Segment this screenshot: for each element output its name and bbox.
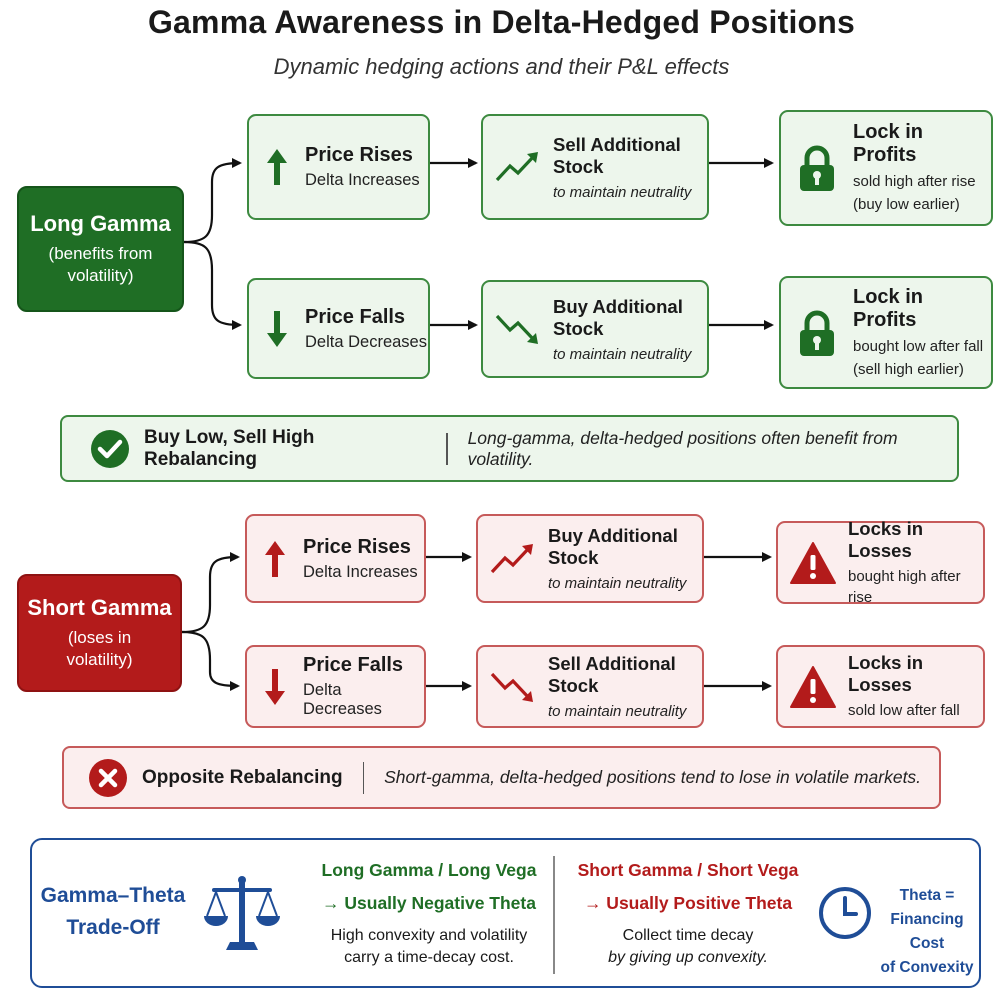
short-up-move-label: Price Rises bbox=[303, 535, 411, 558]
long-lock-profits-box-1: Lock in Profits sold high after rise (bu… bbox=[779, 110, 993, 226]
short-up-result-line1: bought high after rise bbox=[848, 567, 961, 606]
trend-down-icon bbox=[478, 670, 548, 704]
lock-icon bbox=[781, 309, 853, 357]
tradeoff-long-heading: Long Gamma / Long Vega bbox=[321, 860, 537, 880]
long-up-action-note: to maintain neutrality bbox=[553, 183, 692, 201]
short-down-result-label: Locks in Losses bbox=[848, 652, 924, 695]
long-up-result-label: Lock in Profits bbox=[853, 121, 924, 166]
short-up-delta-label: Delta Increases bbox=[303, 562, 418, 581]
short-up-action-label: Buy Additional Stock bbox=[548, 525, 678, 568]
arrow-down-icon bbox=[247, 667, 303, 707]
balance-scale-icon bbox=[204, 874, 280, 959]
tradeoff-short-line2: by giving up convexity. bbox=[608, 949, 768, 966]
short-locks-losses-box-1: Locks in Losses bought high after rise bbox=[776, 517, 985, 606]
tradeoff-title-line1: Gamma–Theta bbox=[40, 884, 186, 907]
long-buy-stock-box: Buy Additional Stock to maintain neutral… bbox=[481, 280, 709, 378]
warning-icon bbox=[778, 665, 848, 709]
short-gamma-subtitle: (loses in volatility) bbox=[66, 628, 133, 669]
short-gamma-title: Short Gamma bbox=[27, 595, 172, 620]
tradeoff-long-theta: → Usually Negative Theta bbox=[322, 893, 536, 913]
summary-divider bbox=[446, 432, 448, 465]
clock-icon bbox=[818, 886, 872, 945]
x-icon bbox=[88, 758, 128, 798]
long-sell-stock-box: Sell Additional Stock to maintain neutra… bbox=[481, 114, 709, 220]
short-gamma-box: Short Gamma (loses in volatility) bbox=[17, 574, 182, 692]
tradeoff-short-line1: Collect time decay bbox=[622, 927, 754, 944]
long-summary-text: Long-gamma, delta-hedged positions often… bbox=[467, 427, 898, 469]
long-gamma-title: Long Gamma bbox=[30, 211, 171, 236]
long-gamma-column: Long Gamma / Long Vega → Usually Negativ… bbox=[294, 860, 564, 967]
long-price-rises-box: Price Rises Delta Increases bbox=[247, 114, 430, 220]
warning-icon bbox=[778, 541, 848, 585]
long-up-delta-label: Delta Increases bbox=[305, 171, 420, 189]
short-summary-bar: Opposite Rebalancing Short-gamma, delta-… bbox=[62, 746, 941, 809]
long-summary-title: Buy Low, Sell High Rebalancing bbox=[144, 426, 315, 470]
long-down-delta-label: Delta Decreases bbox=[305, 332, 427, 351]
short-gamma-column: Short Gamma / Short Vega → Usually Posit… bbox=[572, 860, 804, 967]
trend-up-icon bbox=[478, 542, 548, 576]
long-down-result-label: Lock in Profits bbox=[853, 285, 924, 331]
short-up-result-label: Locks in Losses bbox=[848, 517, 924, 561]
summary-divider bbox=[362, 761, 365, 794]
theta-line3: of Convexity bbox=[880, 959, 974, 976]
short-down-action-note: to maintain neutrality bbox=[548, 703, 687, 720]
long-summary-bar: Buy Low, Sell High Rebalancing Long-gamm… bbox=[60, 415, 959, 482]
long-lock-profits-box-2: Lock in Profits bought low after fall (s… bbox=[779, 276, 993, 389]
short-buy-stock-box: Buy Additional Stock to maintain neutral… bbox=[476, 514, 704, 603]
trend-up-icon bbox=[483, 150, 553, 184]
arrow-down-icon bbox=[249, 309, 305, 349]
short-locks-losses-box-2: Locks in Losses sold low after fall bbox=[776, 645, 985, 728]
trend-down-icon bbox=[483, 312, 553, 346]
arrow-up-icon bbox=[247, 539, 303, 579]
tradeoff-long-line1: High convexity and volatility bbox=[330, 927, 528, 944]
tradeoff-divider bbox=[553, 856, 555, 974]
long-price-falls-box: Price Falls Delta Decreases bbox=[247, 278, 430, 379]
long-down-result-line2: (sell high earlier) bbox=[853, 360, 964, 378]
theta-definition: Theta = Financing Cost of Convexity bbox=[875, 884, 979, 980]
short-price-rises-box: Price Rises Delta Increases bbox=[245, 514, 426, 603]
short-up-action-note: to maintain neutrality bbox=[548, 575, 687, 592]
long-gamma-box: Long Gamma (benefits from volatility) bbox=[17, 186, 184, 312]
long-gamma-subtitle: (benefits from volatility) bbox=[48, 244, 153, 285]
page-title: Gamma Awareness in Delta-Hedged Position… bbox=[147, 4, 856, 40]
short-down-move-label: Price Falls bbox=[303, 654, 404, 676]
short-down-delta-label: Delta Decreases bbox=[303, 681, 382, 718]
lock-icon bbox=[781, 144, 853, 192]
tradeoff-long-line2: carry a time-decay cost. bbox=[344, 949, 514, 966]
long-up-action-label: Sell Additional Stock bbox=[553, 133, 681, 177]
short-summary-text: Short-gamma, delta-hedged positions tend… bbox=[384, 767, 922, 787]
check-icon bbox=[90, 429, 130, 469]
theta-line2: Financing Cost bbox=[890, 911, 964, 952]
long-up-result-line2: (buy low earlier) bbox=[853, 196, 960, 213]
long-up-move-label: Price Rises bbox=[305, 144, 413, 166]
tradeoff-title: Gamma–Theta Trade-Off bbox=[38, 880, 188, 944]
tradeoff-short-theta: → Usually Positive Theta bbox=[583, 893, 793, 913]
tradeoff-title-line2: Trade-Off bbox=[66, 916, 160, 939]
gamma-theta-panel: Gamma–Theta Trade-Off Long Gamma / Long … bbox=[30, 838, 981, 988]
short-down-result-line1: sold low after fall bbox=[848, 702, 960, 719]
long-down-action-label: Buy Additional Stock bbox=[553, 295, 683, 339]
long-down-move-label: Price Falls bbox=[305, 305, 406, 328]
short-down-action-label: Sell Additional Stock bbox=[548, 653, 676, 696]
short-summary-title: Opposite Rebalancing bbox=[142, 766, 343, 788]
short-sell-stock-box: Sell Additional Stock to maintain neutra… bbox=[476, 645, 704, 728]
short-price-falls-box: Price Falls Delta Decreases bbox=[245, 645, 426, 728]
long-down-action-note: to maintain neutrality bbox=[553, 345, 692, 363]
page-subtitle: Dynamic hedging actions and their P&L ef… bbox=[273, 54, 730, 79]
tradeoff-short-heading: Short Gamma / Short Vega bbox=[577, 860, 799, 880]
arrow-up-icon bbox=[249, 147, 305, 187]
theta-line1: Theta = bbox=[899, 887, 955, 904]
long-down-result-line1: bought low after fall bbox=[853, 337, 984, 355]
long-up-result-line1: sold high after rise bbox=[853, 173, 976, 190]
